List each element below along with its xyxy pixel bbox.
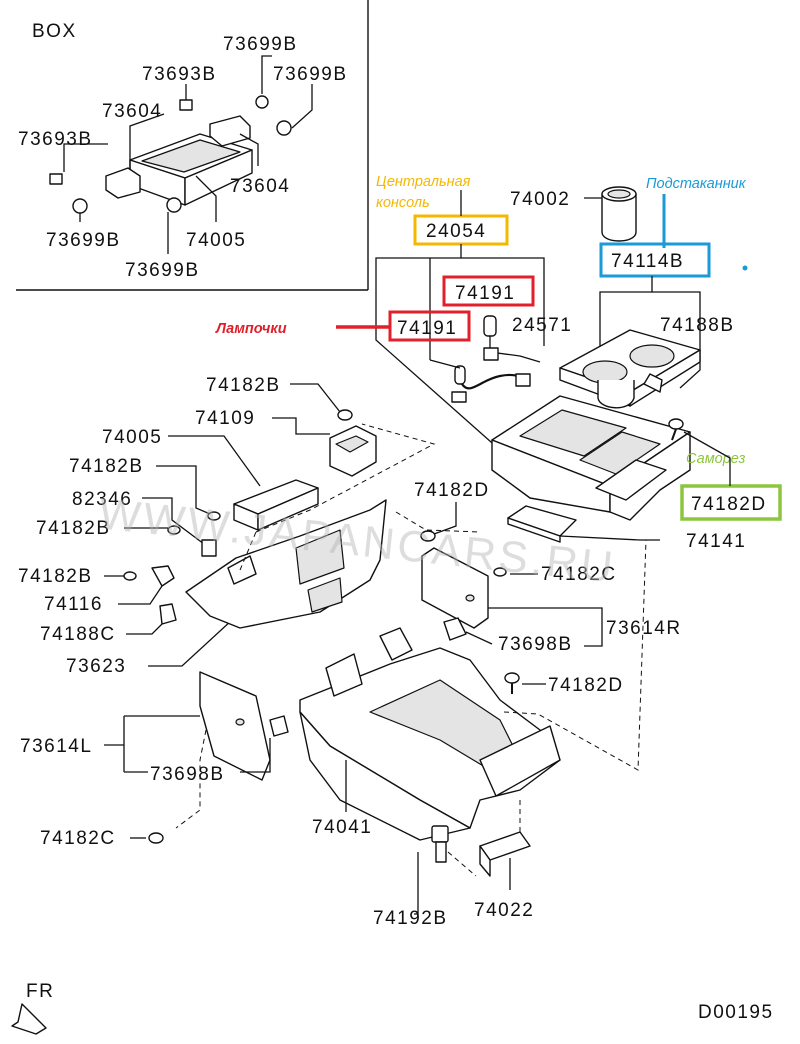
part-74109 [329,409,377,477]
part-74041 [299,627,561,841]
label-82346: 82346 [72,489,132,510]
label-74182D-box: 74182D [691,494,767,515]
cup-holder-part [559,329,701,409]
bulbs-label: Лампочки [215,321,287,337]
annotation-cup-holder: Подстаканник 74114B [599,176,748,278]
label-73699B-b: 73699B [273,64,348,85]
label-74141: 74141 [686,531,746,552]
label-73693B-a: 73693B [142,64,217,85]
box-inset: BOX 73699B 73693B 73699B 73604 [16,0,369,291]
annotation-bulbs: 74191 74191 Лампочки [215,275,535,342]
label-74191-top: 74191 [455,283,515,304]
box-title: BOX [32,21,77,42]
cup-holder-box [599,242,711,278]
part-73614R [421,547,489,629]
diagram-code: D00195 [698,1002,774,1023]
label-73614R: 73614R [606,618,682,639]
label-74002: 74002 [510,189,570,210]
screw-74182C-a [493,567,507,577]
cup-holder-title: Подстаканник [646,176,747,192]
cup-holder-dot [742,265,748,271]
label-73699B-c: 73699B [46,230,121,251]
part-74141 [507,505,577,543]
annotation-central-console: Центральная консоль 24054 [376,174,509,246]
label-73698B-a: 73698B [498,634,573,655]
label-74005-box: 74005 [186,230,246,251]
label-74182B-c: 74182B [36,518,111,539]
label-73614L: 73614L [20,736,92,757]
part-74022 [479,831,531,877]
label-74182B-b: 74182B [69,456,144,477]
label-74005: 74005 [102,427,162,448]
label-24054: 24054 [426,221,486,242]
label-74188B: 74188B [660,315,735,336]
label-74109: 74109 [195,408,255,429]
screw-box [680,484,782,521]
label-74182D-a: 74182D [414,480,490,501]
box-tray-part [49,95,292,214]
label-73604-a: 73604 [102,101,162,122]
label-73604-b: 73604 [230,176,290,197]
label-74182C-a: 74182C [541,564,617,585]
label-73693B-b: 73693B [18,129,93,150]
label-74182C-b: 74182C [40,828,116,849]
fr-label: FR [26,981,54,1002]
part-73614L [199,671,289,781]
label-73623: 73623 [66,656,126,677]
screw-74182D-a [420,530,436,542]
label-73699B-a: 73699B [223,34,298,55]
central-console-line1: Центральная [376,174,471,190]
screw-74182C-b [148,832,164,844]
console-upper-part [491,395,691,521]
label-74114B: 74114B [611,251,684,272]
label-74022: 74022 [474,900,534,921]
bulb-box-top [442,275,535,307]
cup-part-74002 [601,186,637,242]
label-74182D-b: 74182D [548,675,624,696]
front-direction-indicator: FR [11,981,54,1035]
part-73623 [185,499,387,629]
screw-part-top [668,418,684,441]
part-74005 [233,479,319,531]
part-74192B [431,825,449,863]
label-74188C: 74188C [40,624,116,645]
fr-arrow-icon [11,1003,47,1035]
label-74041: 74041 [312,817,372,838]
annotation-screw: Саморез 74182D [680,451,782,521]
screw-title: Саморез [686,451,746,467]
label-74182B-a: 74182B [206,375,281,396]
central-console-line2: консоль [376,195,430,211]
clip-73698B-a [443,617,467,641]
label-74116: 74116 [44,594,103,615]
label-24571: 24571 [512,315,572,336]
label-74182B-d: 74182B [18,566,93,587]
label-73699B-d: 73699B [125,260,200,281]
small-fasteners-left [123,511,221,625]
bulb-parts [429,315,541,403]
label-74191-left: 74191 [397,318,457,339]
label-74192B: 74192B [373,908,448,929]
label-73698B-b: 73698B [150,764,225,785]
screw-74182D-b [504,672,520,694]
